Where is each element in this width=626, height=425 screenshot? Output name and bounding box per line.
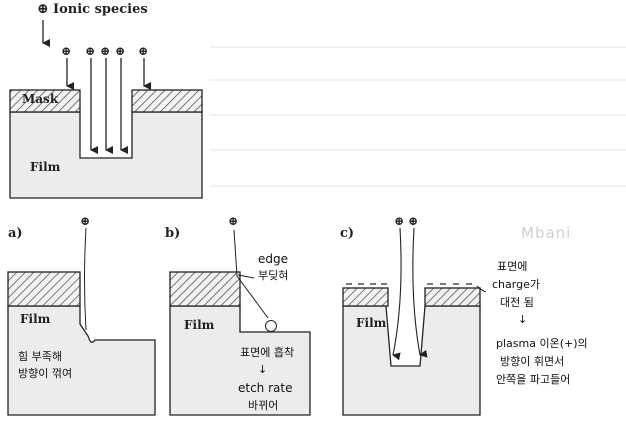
panel-a-ion-symbol: ⊕: [80, 214, 91, 228]
panel-c-film-label: Film: [356, 316, 387, 330]
ion-symbol-4: ⊕: [115, 44, 126, 58]
panel-c-mask-right: [424, 287, 481, 307]
panel-c-note-1: 표면에: [497, 260, 528, 273]
panel-b-tag: b): [165, 226, 181, 241]
top-film-label: Film: [30, 160, 61, 174]
panel-b-note-3: 바뀌어: [248, 399, 279, 412]
ion-symbol-3: ⊕: [100, 44, 111, 58]
panel-b-note-1: 표면에 흡착: [240, 346, 295, 359]
panel-b-mask: [169, 271, 241, 307]
ion-symbol-2: ⊕: [85, 44, 96, 58]
ion-symbol-5: ⊕: [138, 44, 149, 58]
panel-b-note-arrow: ↓: [258, 363, 268, 376]
panel-c-note-6: 안쪽을 파고들어: [496, 373, 571, 386]
panel-c-tag: c): [340, 226, 355, 241]
ionic-species-label: Ionic species: [53, 2, 148, 17]
top-diagram: [9, 20, 203, 199]
panel-b-film-label: Film: [184, 318, 215, 332]
panel-c-ion-path-1: [392, 227, 402, 361]
ion-symbol-1: ⊕: [61, 44, 72, 58]
watermark: Mbani: [521, 224, 572, 242]
panel-c-note-arrow: ↓: [518, 313, 528, 326]
ruled-lines: [210, 46, 626, 187]
adsorbed-particle: [265, 320, 277, 332]
panel-c-ion-path-2: [412, 227, 428, 358]
panel-c-diagram: [342, 227, 487, 416]
panel-a-note-2: 방향이 꺾여: [18, 367, 73, 380]
panel-c-ion-symbol-2: ⊕: [408, 214, 419, 228]
panel-c-note-3: 대전 됨: [500, 296, 534, 309]
panel-c-note-5: 방향이 휘면서: [500, 355, 565, 368]
panel-b-ion-symbol: ⊕: [228, 214, 239, 228]
panel-c-ion-symbol-1: ⊕: [394, 214, 405, 228]
panel-b-edge-1: edge: [258, 252, 288, 266]
panel-b-note-2: etch rate: [238, 381, 293, 395]
panel-a-film-label: Film: [20, 312, 51, 326]
panel-a-film: [7, 305, 156, 416]
panel-a-note-1: 힘 부족해: [18, 350, 62, 363]
panel-c-note-4: plasma 이온(+)의: [496, 337, 588, 350]
edge-pointer: [237, 274, 255, 279]
panel-b-ion-path: [233, 229, 269, 319]
panel-b-edge-2: 부딪혀: [258, 269, 289, 282]
panel-b-diagram: [169, 229, 311, 416]
panel-c-mask-left: [342, 287, 389, 307]
top-mask-left: [9, 89, 81, 113]
ionic-ion-symbol: ⊕: [37, 1, 49, 17]
panel-c-note-2: charge가: [492, 278, 540, 291]
panel-a-mask: [7, 271, 81, 307]
panel-a-ion-path: [84, 227, 87, 331]
charge-pointer: [476, 285, 487, 293]
top-mask-right: [131, 89, 203, 113]
mask-label: Mask: [22, 92, 59, 106]
panel-a-diagram: [7, 227, 156, 416]
panel-a-tag: a): [8, 226, 23, 241]
